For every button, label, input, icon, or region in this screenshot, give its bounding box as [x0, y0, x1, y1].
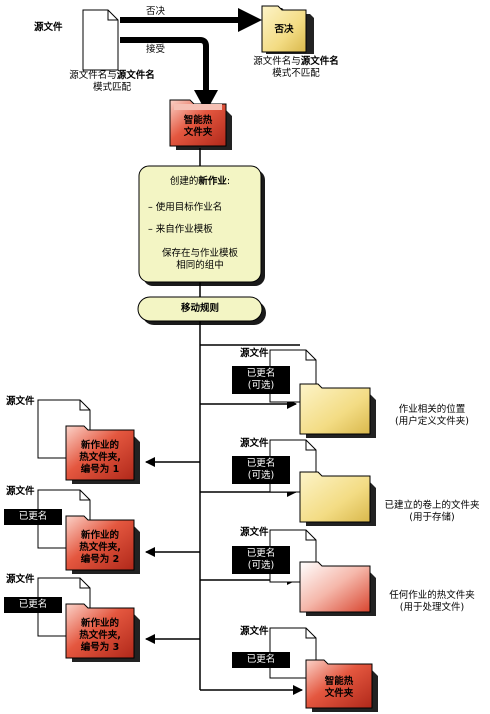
- left-folder-2-line3: 编号为 2: [80, 554, 120, 565]
- smart-hot-folder-line2: 文件夹: [183, 127, 213, 138]
- process-title-c: :: [226, 176, 231, 187]
- right-hot-folder-4-icon: [305, 659, 378, 712]
- right-desc-1-line1: 作业相关的位置: [398, 404, 466, 415]
- process-box: [138, 165, 265, 286]
- right-desc-2-line1: 已建立的卷上的文件夹: [384, 500, 480, 511]
- right-renamed-3: 已更名 (可选): [232, 546, 290, 574]
- process-title-b: 新作业: [198, 176, 227, 187]
- right-renamed-2-line2: (可选): [247, 470, 275, 481]
- accept-label: 接受: [146, 44, 166, 55]
- accept-arrow: [120, 37, 218, 112]
- right-renamed-2-line1: 已更名: [246, 458, 276, 469]
- match-text-2: 模式匹配: [92, 82, 131, 93]
- left-folder-3-line1: 新作业的: [80, 618, 119, 629]
- nomatch-text-a: 源文件名与: [253, 56, 301, 67]
- right-renamed-1-line1: 已更名: [246, 368, 276, 379]
- reject-folder-label: 否决: [274, 24, 294, 35]
- left-folder-1-label: 新作业的 热文件夹, 编号为 1: [66, 440, 134, 476]
- left-hot-folder-1-icon: [65, 425, 140, 484]
- left-folder-1-line3: 编号为 1: [80, 464, 120, 475]
- right-folder-3-icon: [299, 561, 376, 616]
- move-rules-box: [137, 296, 266, 325]
- right-renamed-4: 已更名: [232, 652, 290, 668]
- right-hot-folder-4-label: 智能热 文件夹: [306, 676, 372, 700]
- right-source-3: 源文件: [240, 527, 269, 538]
- right-desc-3-line2: (用于处理文件): [399, 602, 465, 613]
- left-folder-2-label: 新作业的 热文件夹, 编号为 2: [66, 530, 134, 566]
- left-renamed-3: 已更名: [4, 597, 62, 613]
- right-desc-2-line2: (用于存储): [409, 512, 455, 523]
- nomatch-caption: 源文件名与源文件名 模式不匹配: [230, 56, 362, 80]
- process-save: 保存在与作业模板 相同的组中: [139, 248, 261, 272]
- right-desc-3-line1: 任何作业的热文件夹: [389, 590, 475, 601]
- left-folder-2-line1: 新作业的: [80, 530, 119, 541]
- left-folder-3-line3: 编号为 3: [80, 642, 120, 653]
- right-renamed-1: 已更名 (可选): [232, 366, 290, 394]
- nomatch-text-b: 源文件名: [300, 56, 339, 67]
- right-desc-3: 任何作业的热文件夹 (用于处理文件): [374, 590, 490, 614]
- match-text-a: 源文件名与: [69, 70, 117, 81]
- right-renamed-2: 已更名 (可选): [232, 456, 290, 484]
- right-desc-1: 作业相关的位置 (用户定义文件夹): [374, 404, 490, 428]
- left-source-2: 源文件: [6, 486, 35, 497]
- process-title-a: 创建的: [169, 176, 199, 187]
- match-caption: 源文件名与源文件名 模式匹配: [46, 70, 178, 94]
- left-hot-folder-2-icon: [65, 515, 140, 574]
- move-rules-label: 移动规则: [180, 303, 219, 314]
- right-source-2: 源文件: [240, 438, 269, 449]
- reject-label: 否决: [146, 6, 166, 17]
- right-folder-2-icon: [299, 471, 376, 526]
- left-folder-3-label: 新作业的 热文件夹, 编号为 3: [66, 618, 134, 654]
- left-folder-1-line2: 热文件夹,: [79, 452, 121, 463]
- right-source-4: 源文件: [240, 626, 269, 637]
- left-folder-1-line1: 新作业的: [80, 440, 119, 451]
- smart-hot-folder-line1: 智能热: [183, 115, 213, 126]
- left-source-1: 源文件: [6, 396, 35, 407]
- right-folder-1-icon: [299, 383, 376, 438]
- right-source-1: 源文件: [240, 348, 269, 359]
- left-renamed-2: 已更名: [4, 509, 62, 525]
- right-hot-folder-4-line1: 智能热: [324, 676, 354, 687]
- smart-hot-folder-label: 智能热 文件夹: [170, 115, 226, 139]
- left-folder-2-line2: 热文件夹,: [79, 542, 121, 553]
- process-title: 创建的新作业:: [139, 176, 261, 188]
- right-hot-folder-4-line2: 文件夹: [324, 688, 354, 699]
- reject-arrow: [120, 8, 262, 32]
- left-folder-3-line2: 热文件夹,: [79, 630, 121, 641]
- match-text-b: 源文件名: [116, 70, 155, 81]
- left-hot-folder-3-icon: [65, 603, 140, 662]
- reject-folder-icon: [261, 5, 314, 54]
- top-source-document: [82, 9, 119, 71]
- process-item-2: – 来自作业模板: [148, 224, 213, 235]
- smart-hot-folder-icon: [169, 99, 232, 150]
- right-desc-1-line2: (用户定义文件夹): [395, 416, 469, 427]
- left-source-3: 源文件: [6, 574, 35, 585]
- top-source-label: 源文件: [34, 22, 63, 33]
- right-renamed-1-line2: (可选): [247, 380, 275, 391]
- process-item-1: – 使用目标作业名: [148, 202, 223, 213]
- right-renamed-3-line1: 已更名: [246, 548, 276, 559]
- nomatch-text-2: 模式不匹配: [272, 68, 320, 79]
- right-desc-2: 已建立的卷上的文件夹 (用于存储): [374, 500, 490, 524]
- process-save-2: 相同的组中: [176, 260, 224, 271]
- process-save-1: 保存在与作业模板: [161, 248, 238, 259]
- right-renamed-3-line2: (可选): [247, 560, 275, 571]
